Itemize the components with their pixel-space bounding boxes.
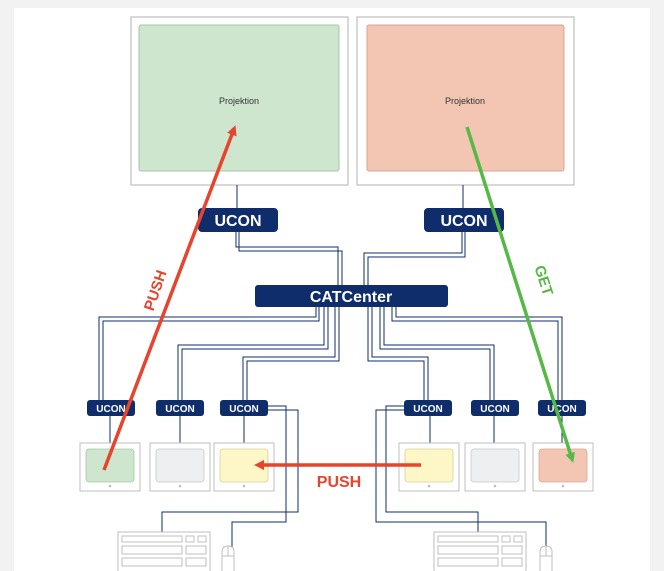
projection-label-left: Projektion	[219, 96, 259, 106]
monitor-icon	[213, 442, 275, 492]
ucon-badge-bottom-1: UCON	[87, 400, 135, 416]
monitor-icon	[149, 442, 211, 492]
keyboard-icon	[433, 531, 527, 571]
ucon-badge-bottom-3: UCON	[220, 400, 268, 416]
ucon-badge-bottom-6: UCON	[538, 400, 586, 416]
ucon-label: UCON	[96, 404, 125, 415]
ucon-label: UCON	[440, 213, 487, 230]
monitor-icon	[398, 442, 460, 492]
push-label-bottom: PUSH	[317, 474, 361, 491]
catcenter-label: CATCenter	[310, 289, 392, 306]
ucon-label: UCON	[165, 404, 194, 415]
ucon-badge-bottom-2: UCON	[156, 400, 204, 416]
mouse-icon	[539, 545, 553, 571]
projection-display-right: Projektion	[356, 16, 575, 186]
ucon-badge-bottom-4: UCON	[404, 400, 452, 416]
ucon-label: UCON	[480, 404, 509, 415]
ucon-label: UCON	[214, 213, 261, 230]
push-arrow-top	[102, 125, 237, 471]
ucon-label: UCON	[547, 404, 576, 415]
ucon-badge-bottom-5: UCON	[471, 400, 519, 416]
mouse-icon	[221, 545, 235, 571]
monitor-icon	[464, 442, 526, 492]
ucon-label: UCON	[413, 404, 442, 415]
monitor-icon	[532, 442, 594, 492]
ucon-label: UCON	[229, 404, 258, 415]
ucon-badge-top-right: UCON	[424, 208, 504, 232]
connection-lines	[98, 185, 563, 548]
projection-display-left: Projektion	[130, 16, 349, 186]
catcenter-badge: CATCenter	[255, 285, 448, 307]
get-arrow	[465, 126, 575, 463]
ucon-badge-top-left: UCON	[198, 208, 278, 232]
projection-label-right: Projektion	[445, 96, 485, 106]
keyboard-icon	[117, 531, 211, 571]
